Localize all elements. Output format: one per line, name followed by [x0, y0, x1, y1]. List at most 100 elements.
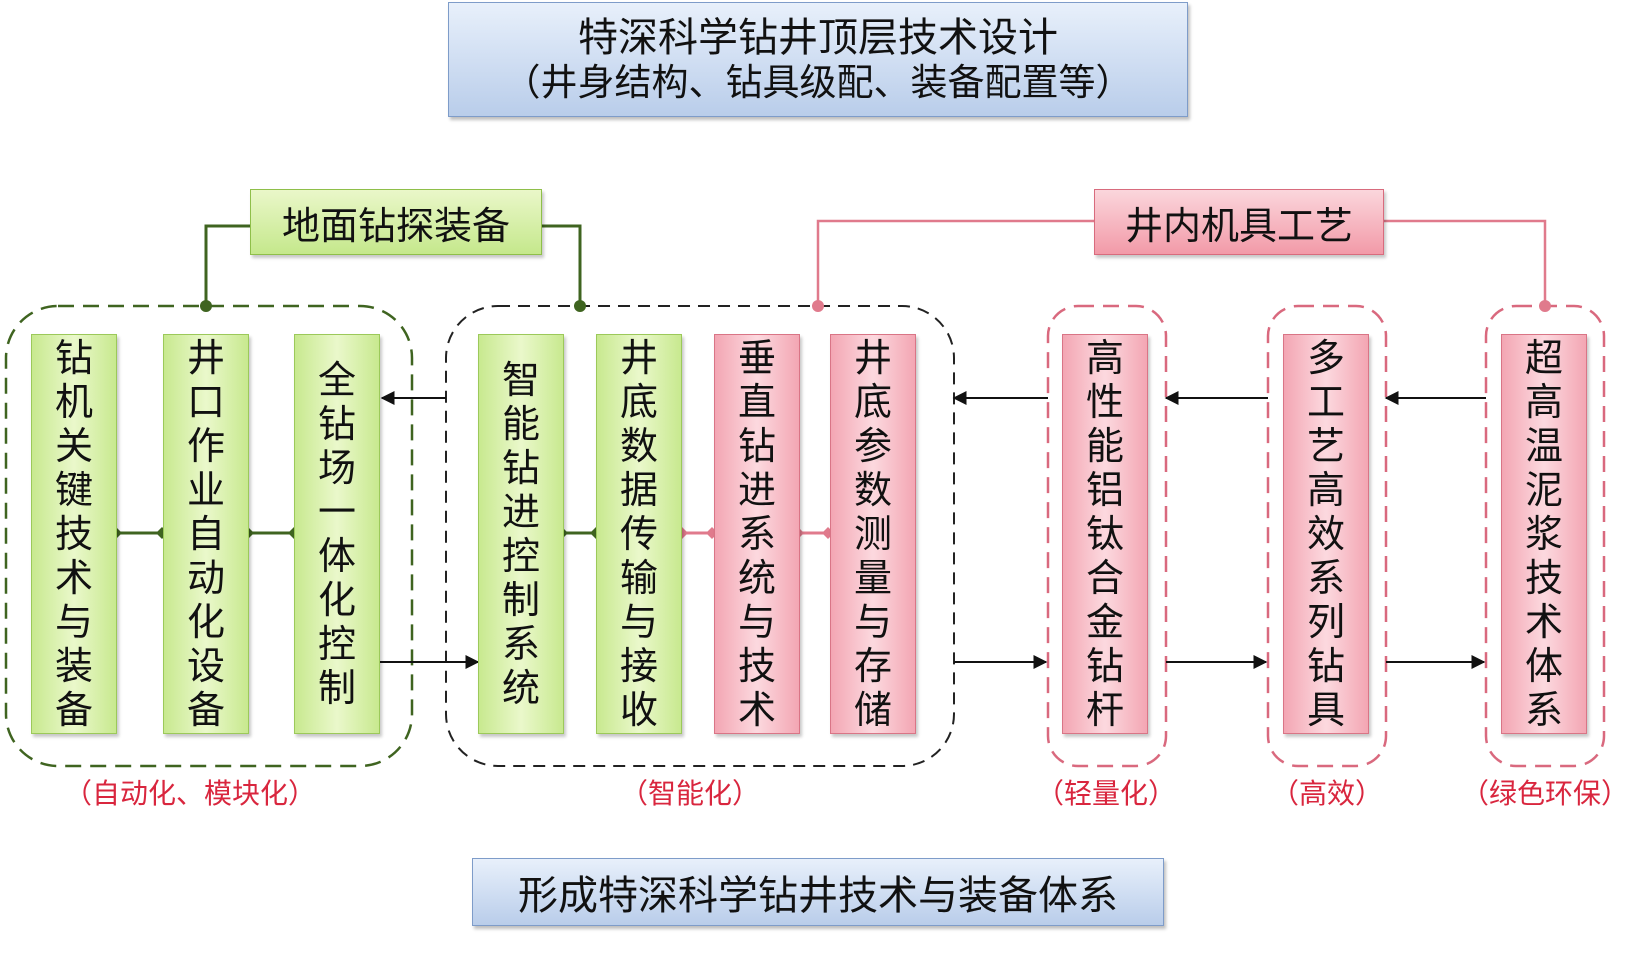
column-char: 进	[501, 490, 540, 534]
column-char: 收	[619, 688, 658, 732]
column-char: 杆	[1085, 688, 1124, 732]
surface-bracket-dot-left	[200, 300, 212, 312]
column-intelligent-drilling-control: 智能钻进控制系统	[478, 334, 564, 734]
column-char: 数	[853, 468, 892, 512]
column-char: 量	[853, 556, 892, 600]
bottom-result-box: 形成特深科学钻井技术与装备体系	[472, 858, 1164, 926]
column-char: 体	[317, 534, 356, 578]
group-border-lightweight	[1046, 304, 1168, 768]
column-char: 自	[186, 512, 225, 556]
column-char: 能	[501, 402, 540, 446]
caption-intelligent: （智能化）	[620, 777, 761, 810]
column-char: 术	[1524, 600, 1563, 644]
column-char: 系	[1306, 556, 1345, 600]
column-char: 控	[317, 622, 356, 666]
column-char: 术	[737, 688, 776, 732]
column-char: 泥	[1524, 468, 1563, 512]
column-char: 据	[619, 468, 658, 512]
column-char: 系	[501, 622, 540, 666]
column-char: 列	[1306, 600, 1345, 644]
group-border-efficient	[1266, 304, 1388, 768]
column-char: 铝	[1085, 468, 1124, 512]
column-char: 超	[1524, 336, 1563, 380]
column-char: 化	[317, 578, 356, 622]
column-char: 一	[317, 490, 356, 534]
column-char: 进	[737, 468, 776, 512]
column-char: 机	[54, 380, 93, 424]
column-efficient-drilling-tools: 多工艺高效系列钻具	[1283, 334, 1369, 734]
column-char: 动	[186, 556, 225, 600]
column-char: 键	[54, 468, 93, 512]
column-char: 全	[317, 358, 356, 402]
column-char: 金	[1085, 600, 1124, 644]
surface-bracket	[204, 224, 582, 306]
column-char: 钻	[317, 402, 356, 446]
column-char: 性	[1085, 380, 1124, 424]
column-char: 控	[501, 534, 540, 578]
column-char: 关	[54, 424, 93, 468]
caption-green: （绿色环保）	[1461, 777, 1630, 810]
bottom-result-label: 形成特深科学钻井技术与装备体系	[518, 873, 1118, 919]
column-char: 底	[853, 380, 892, 424]
column-char: 系	[737, 512, 776, 556]
column-char: 传	[619, 512, 658, 556]
column-char: 井	[619, 336, 658, 380]
column-char: 合	[1085, 556, 1124, 600]
column-downhole-measurement: 井底参数测量与存储	[830, 334, 916, 734]
column-char: 温	[1524, 424, 1563, 468]
column-char: 钻	[1306, 644, 1345, 688]
column-char: 多	[1306, 336, 1345, 380]
column-char: 统	[501, 666, 540, 710]
column-char: 技	[54, 512, 93, 556]
column-char: 业	[186, 468, 225, 512]
column-char: 装	[54, 644, 93, 688]
column-char: 与	[54, 600, 93, 644]
column-char: 底	[619, 380, 658, 424]
column-char: 具	[1306, 688, 1345, 732]
column-char: 输	[619, 556, 658, 600]
downhole-bracket-dot-right	[1539, 300, 1551, 312]
column-char: 与	[853, 600, 892, 644]
downhole-tools-header: 井内机具工艺	[1094, 189, 1384, 255]
column-char: 能	[1085, 424, 1124, 468]
column-char: 高	[1524, 380, 1563, 424]
column-char: 艺	[1306, 424, 1345, 468]
column-char: 作	[186, 424, 225, 468]
column-wellhead-automation: 井口作业自动化设备	[163, 334, 249, 734]
column-char: 钻	[1085, 644, 1124, 688]
column-char: 测	[853, 512, 892, 556]
column-char: 与	[619, 600, 658, 644]
column-char: 系	[1524, 688, 1563, 732]
column-char: 智	[501, 358, 540, 402]
column-char: 存	[853, 644, 892, 688]
column-char: 效	[1306, 512, 1345, 556]
column-char: 场	[317, 446, 356, 490]
column-char: 统	[737, 556, 776, 600]
column-drilling-rig-tech: 钻机关键技术与装备	[31, 334, 117, 734]
caption-lightweight: （轻量化）	[1036, 777, 1177, 810]
column-al-ti-drill-pipe: 高性能铝钛合金钻杆	[1062, 334, 1148, 734]
column-char: 参	[853, 424, 892, 468]
column-char: 高	[1306, 468, 1345, 512]
top-design-subtitle: （井身结构、钻具级配、装备配置等）	[503, 61, 1133, 104]
column-char: 技	[1524, 556, 1563, 600]
column-char: 备	[186, 688, 225, 732]
downhole-bracket	[816, 219, 1547, 306]
column-char: 术	[54, 556, 93, 600]
column-char: 体	[1524, 644, 1563, 688]
group-border-intelligent	[445, 305, 955, 767]
column-char: 储	[853, 688, 892, 732]
column-char: 高	[1085, 336, 1124, 380]
column-char: 钛	[1085, 512, 1124, 556]
column-char: 钻	[501, 446, 540, 490]
column-char: 技	[737, 644, 776, 688]
column-char: 数	[619, 424, 658, 468]
column-char: 化	[186, 600, 225, 644]
column-char: 垂	[737, 336, 776, 380]
column-downhole-data-transmission: 井底数据传输与接收	[596, 334, 682, 734]
top-design-title: 特深科学钻井顶层技术设计	[578, 15, 1058, 61]
column-char: 备	[54, 688, 93, 732]
column-char: 设	[186, 644, 225, 688]
surface-bracket-dot-right	[574, 300, 586, 312]
column-char: 钻	[737, 424, 776, 468]
